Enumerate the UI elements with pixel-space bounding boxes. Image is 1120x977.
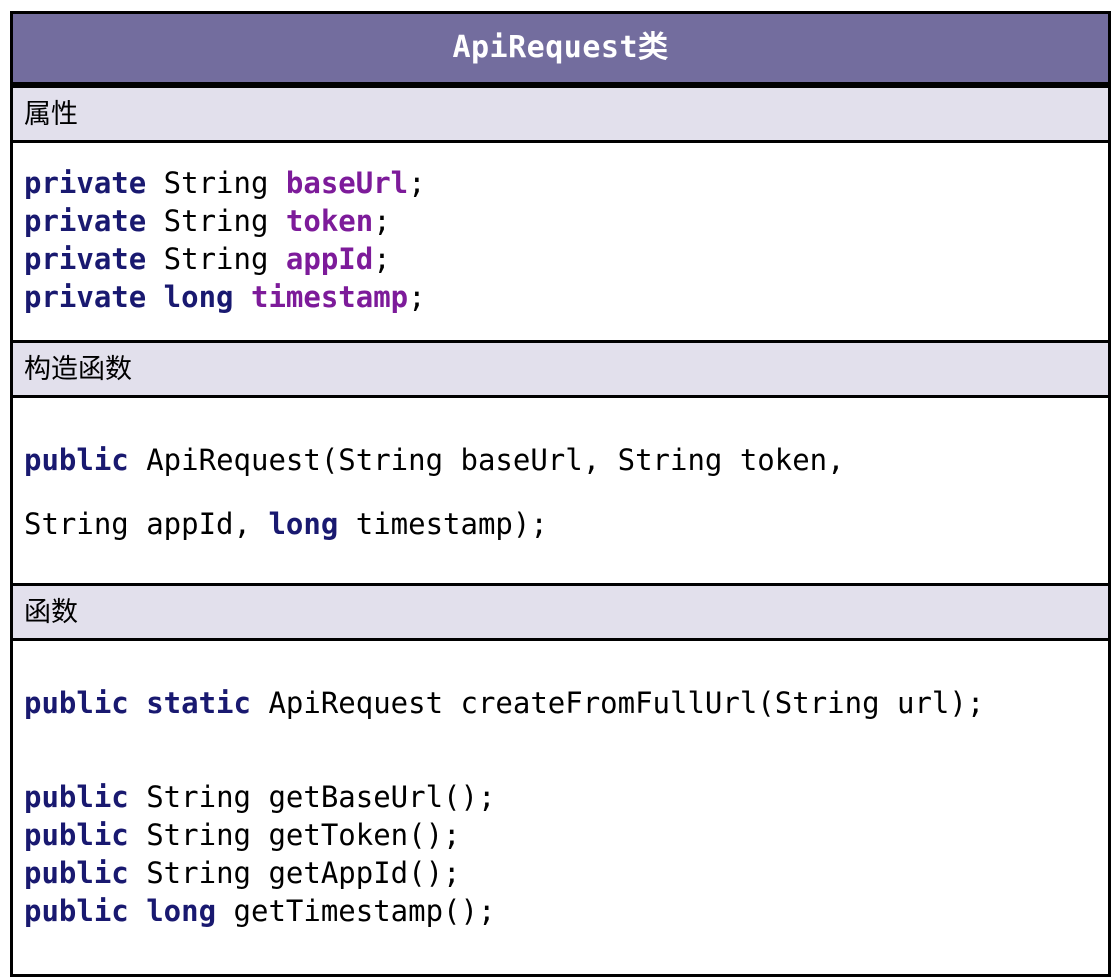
code-token: public (24, 780, 129, 814)
code-token: ApiRequest createFromFullUrl(String url)… (250, 686, 985, 720)
code-token: getTimestamp(); (216, 894, 496, 928)
code-token: String (146, 242, 286, 276)
code-token: ; (408, 166, 426, 200)
code-line: private long timestamp; (24, 278, 1097, 316)
code-line: public ApiRequest(String baseUrl, String… (24, 441, 1097, 479)
section-body-attributes: private String baseUrl; private String t… (13, 143, 1108, 340)
code-token: private (24, 204, 147, 238)
diagram-canvas: ApiRequest类 属性 private String baseUrl; p… (10, 11, 1111, 977)
code-line: String appId, long timestamp); (24, 505, 1097, 543)
code-token: long (268, 507, 339, 541)
code-token: public (24, 818, 129, 852)
section-header-constructor: 构造函数 (13, 340, 1108, 398)
code-token: String appId, (24, 507, 269, 541)
code-token: String (146, 204, 286, 238)
code-line: private String token; (24, 202, 1097, 240)
section-header-attributes: 属性 (13, 85, 1108, 143)
code-token: private (24, 242, 147, 276)
code-line: public long getTimestamp(); (24, 892, 1097, 930)
code-token: String getAppId(); (128, 856, 461, 890)
code-line: private String baseUrl; (24, 164, 1097, 202)
code-token: public long (24, 894, 217, 928)
code-token: public (24, 856, 129, 890)
code-token: private long (24, 280, 234, 314)
section-header-label: 函数 (24, 596, 78, 628)
code-token: String (146, 166, 286, 200)
code-line: private String appId; (24, 240, 1097, 278)
page-title: ApiRequest类 (452, 30, 669, 65)
code-line: public static ApiRequest createFromFullU… (24, 684, 1097, 722)
code-token: ; (408, 280, 426, 314)
code-token: public static (24, 686, 251, 720)
code-token: ApiRequest(String baseUrl, String token, (128, 443, 845, 477)
code-token: ; (373, 242, 391, 276)
code-token: token (285, 204, 374, 238)
section-header-label: 构造函数 (24, 353, 132, 385)
section-body-constructor: public ApiRequest(String baseUrl, String… (13, 398, 1108, 583)
code-token (234, 280, 251, 314)
uml-class-box: ApiRequest类 属性 private String baseUrl; p… (10, 11, 1111, 977)
code-token: String getToken(); (128, 818, 461, 852)
section-header-functions: 函数 (13, 583, 1108, 641)
code-token: String getBaseUrl(); (128, 780, 496, 814)
class-title-bar: ApiRequest类 (13, 14, 1108, 85)
code-line: public String getToken(); (24, 816, 1097, 854)
code-token: baseUrl (285, 166, 409, 200)
code-line: public String getBaseUrl(); (24, 778, 1097, 816)
code-token: timestamp); (338, 507, 548, 541)
code-token: appId (285, 242, 374, 276)
section-body-functions: public static ApiRequest createFromFullU… (13, 641, 1108, 974)
section-header-label: 属性 (24, 98, 78, 130)
code-token: ; (373, 204, 391, 238)
code-token: timestamp (250, 280, 409, 314)
code-token: public (24, 443, 129, 477)
code-line: public String getAppId(); (24, 854, 1097, 892)
code-token: private (24, 166, 147, 200)
